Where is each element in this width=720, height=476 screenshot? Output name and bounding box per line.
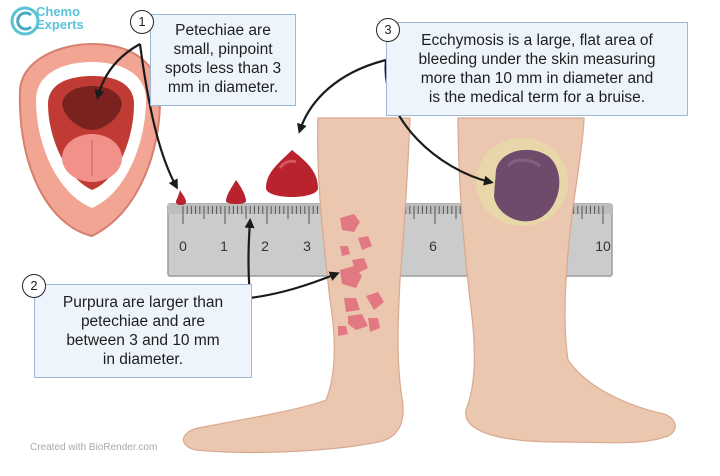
logo-text: Chemo Experts — [36, 5, 84, 31]
callout-1-line-1: Petechiae are — [175, 22, 271, 39]
callout-3-number: 3 — [376, 18, 400, 42]
callout-3-line-4: is the medical term for a bruise. — [428, 89, 646, 106]
callout-3-line-1: Ecchymosis is a large, flat area of — [421, 32, 653, 49]
chemoexperts-logo — [10, 6, 40, 36]
callout-3-line-2: bleeding under the skin measuring — [418, 51, 656, 68]
blood-drops — [176, 150, 318, 205]
open-mouth — [18, 42, 162, 238]
purpura-spots — [338, 214, 384, 336]
logo-icon — [10, 6, 40, 36]
callout-1-line-3: spots less than 3 — [164, 60, 282, 77]
callout-ecchymosis: Ecchymosis is a large, flat area of blee… — [386, 22, 688, 116]
callout-1-line-2: small, pinpoint — [173, 41, 273, 58]
callout-2-line-4: in diameter. — [102, 351, 184, 368]
callout-2-line-2: petechiae and are — [80, 313, 206, 330]
logo-line2: Experts — [36, 17, 84, 32]
ruler-label-0: 0 — [179, 238, 187, 254]
ruler-label-3: 3 — [303, 238, 311, 254]
callout-petechiae: Petechiae are small, pinpoint spots less… — [150, 14, 296, 106]
callout-2-number: 2 — [22, 274, 46, 298]
ecchymosis-bruise — [476, 138, 568, 226]
callout-purpura: Purpura are larger than petechiae and ar… — [34, 284, 252, 378]
ruler-label-6: 6 — [429, 238, 437, 254]
right-leg — [457, 117, 676, 444]
ruler-label-10: 10 — [595, 238, 611, 254]
callout-2-line-1: Purpura are larger than — [62, 294, 224, 311]
logo-line1: Chemo — [36, 4, 81, 19]
ruler-label-2: 2 — [261, 238, 269, 254]
callout-1-line-4: mm in diameter. — [167, 79, 279, 96]
callout-1-number: 1 — [130, 10, 154, 34]
callout-2-line-3: between 3 and 10 mm — [66, 332, 220, 349]
callout-3-line-3: more than 10 mm in diameter and — [420, 70, 654, 87]
ruler-label-1: 1 — [220, 238, 228, 254]
left-leg — [182, 117, 411, 454]
biorender-credit: Created with BioRender.com — [30, 442, 158, 453]
